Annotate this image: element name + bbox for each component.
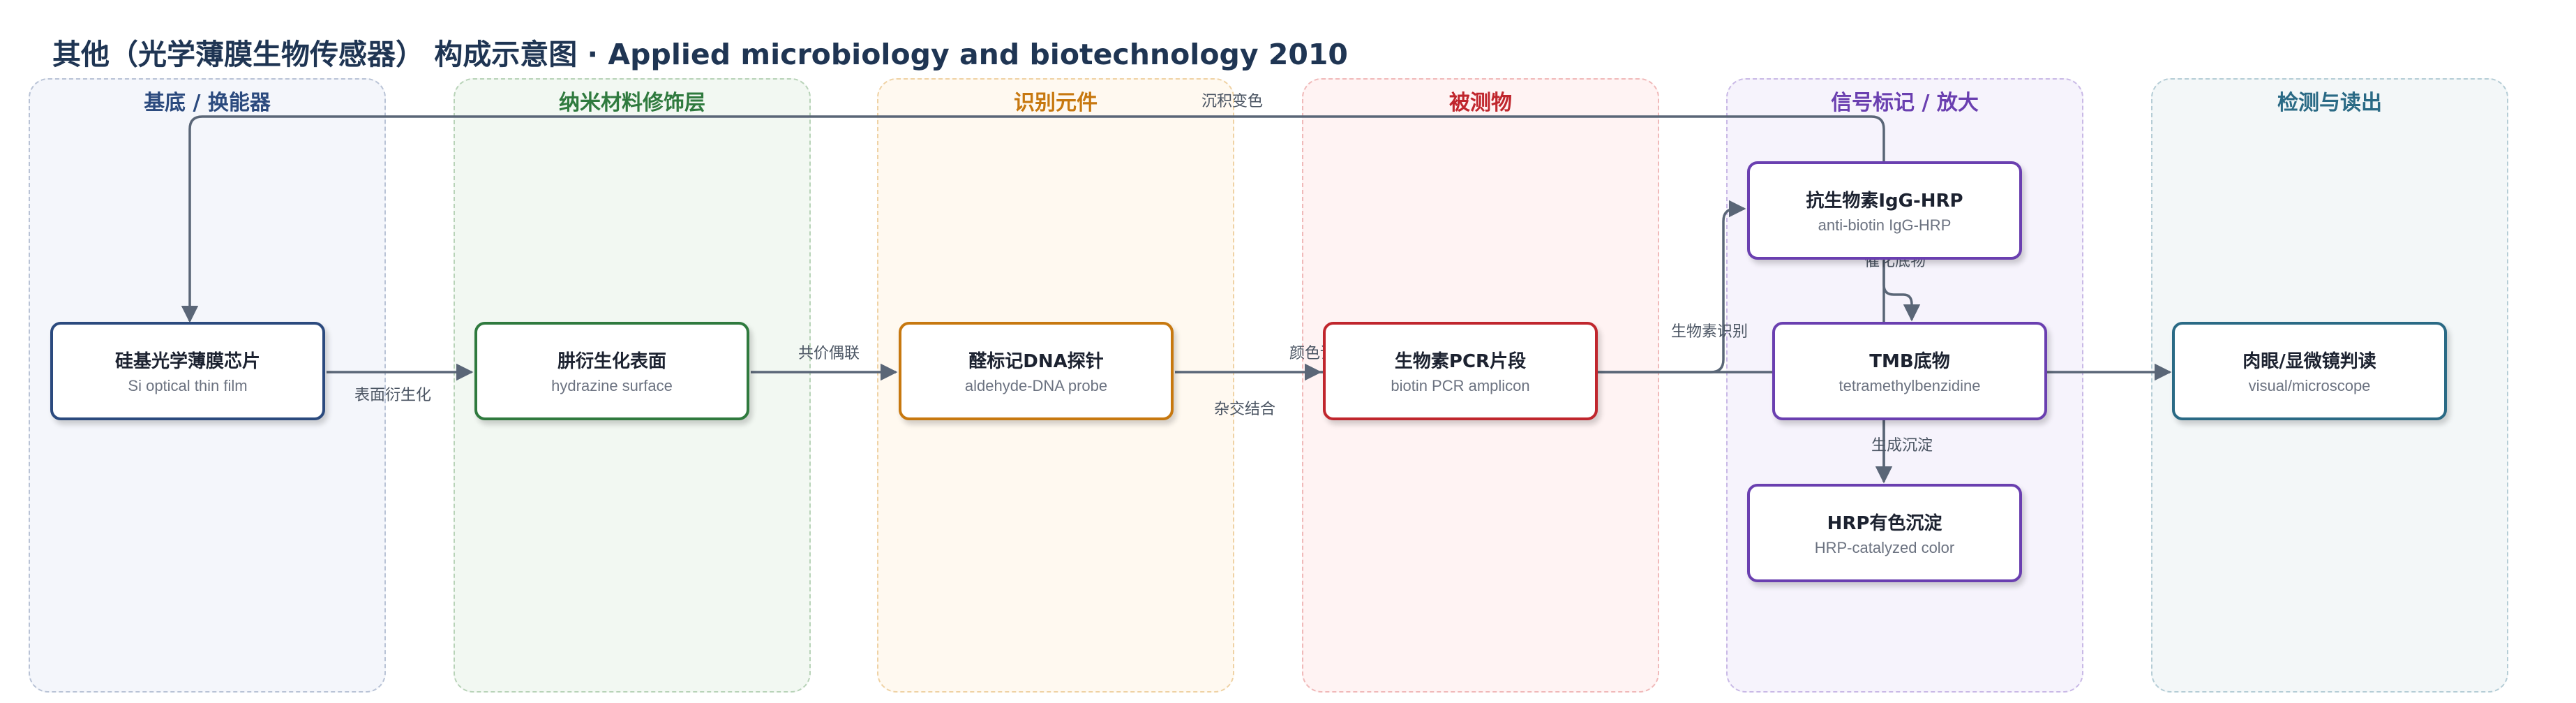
node-subtitle: Si optical thin film [128, 377, 248, 394]
node-title: 肉眼/显微镜判读 [2242, 351, 2376, 372]
node-title: 生物素PCR片段 [1394, 351, 1527, 372]
node-hrp-precipitate: HRP有色沉淀 HRP-catalyzed color [1747, 484, 2022, 582]
diagram-title: 其他（光学薄膜生物传感器） 构成示意图 · Applied microbiolo… [52, 38, 1348, 71]
lane-title-nanomaterial: 纳米材料修饰层 [559, 91, 705, 115]
node-subtitle: HRP-catalyzed color [1814, 539, 1955, 556]
edge-amplicon-antibody [1601, 200, 1746, 373]
node-subtitle: visual/microscope [2248, 377, 2371, 394]
node-title: 抗生物素IgG-HRP [1806, 191, 1963, 212]
node-title: 醛标记DNA探针 [968, 351, 1104, 372]
node-title: HRP有色沉淀 [1827, 513, 1942, 534]
node-title: TMB底物 [1869, 351, 1950, 372]
node-subtitle: aldehyde-DNA probe [964, 377, 1108, 394]
edge-deposit-loop [181, 115, 1885, 482]
node-visual-microscope-readout: 肉眼/显微镜判读 visual/microscope [2172, 322, 2447, 420]
node-biotin-pcr-amplicon: 生物素PCR片段 biotin PCR amplicon [1323, 322, 1598, 420]
lane-title-analyte: 被测物 [1449, 91, 1512, 115]
node-title: 肼衍生化表面 [557, 351, 666, 372]
node-title: 硅基光学薄膜芯片 [114, 351, 260, 372]
lane-title-substrate: 基底 / 换能器 [144, 91, 271, 115]
node-subtitle: biotin PCR amplicon [1391, 377, 1530, 394]
node-subtitle: tetramethylbenzidine [1839, 377, 1981, 394]
edge-label-biotin-recognition: 生物素识别 [1671, 323, 1748, 341]
edge-label-deposit-color: 沉积变色 [1201, 93, 1264, 110]
node-subtitle: anti-biotin IgG-HRP [1818, 216, 1952, 234]
node-tmb-substrate: TMB底物 tetramethylbenzidine [1772, 322, 2047, 420]
edge-label-hybridization: 杂交结合 [1214, 401, 1276, 418]
node-hydrazine-surface: 肼衍生化表面 hydrazine surface [474, 322, 749, 420]
lane-title-readout: 检测与读出 [2277, 91, 2382, 115]
edge-label-surface-derivatization: 表面衍生化 [354, 387, 432, 404]
edge-label-form-precipitate: 生成沉淀 [1871, 437, 1933, 454]
lane-title-signal: 信号标记 / 放大 [1831, 91, 1979, 115]
node-anti-biotin-igg-hrp: 抗生物素IgG-HRP anti-biotin IgG-HRP [1747, 161, 2022, 260]
edge-label-covalent-coupling: 共价偶联 [798, 345, 860, 362]
node-aldehyde-dna-probe: 醛标记DNA探针 aldehyde-DNA probe [899, 322, 1174, 420]
node-si-optical-chip: 硅基光学薄膜芯片 Si optical thin film [50, 322, 325, 420]
lane-title-recognition: 识别元件 [1014, 91, 1098, 115]
node-subtitle: hydrazine surface [551, 377, 673, 394]
